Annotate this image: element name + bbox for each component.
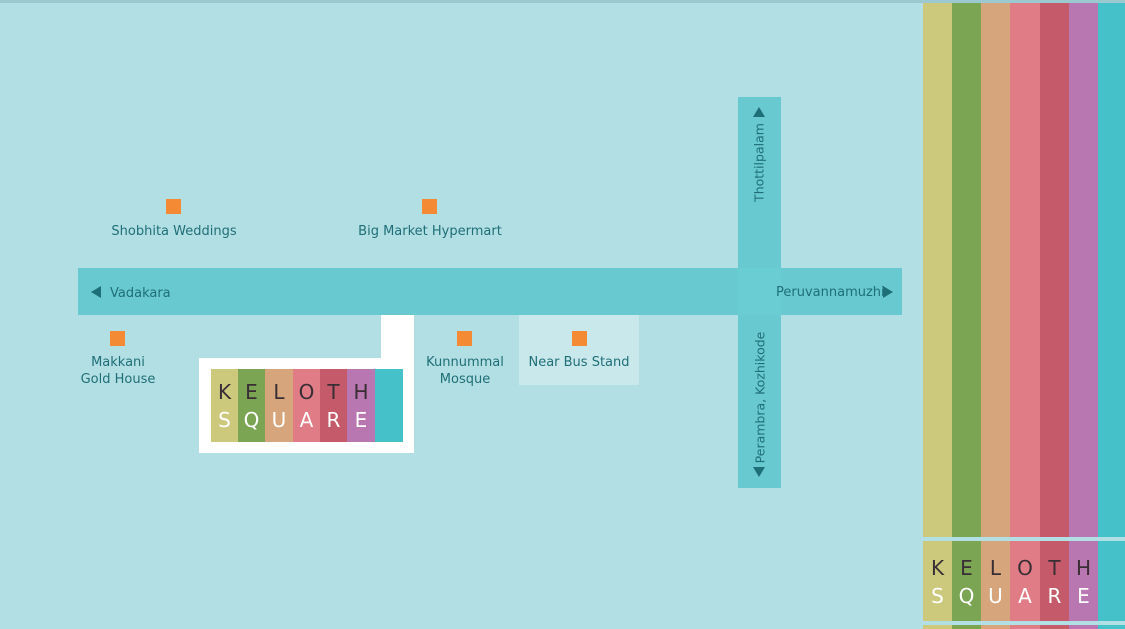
road-label-west: Vadakara: [110, 286, 171, 301]
brand-stripes: [923, 0, 1125, 629]
landmark-label: Near Bus Stand: [528, 355, 630, 370]
landmark-marker: [457, 331, 472, 346]
landmark-label: Kunnummal Mosque: [426, 355, 504, 387]
arrow-right-icon: [883, 286, 893, 298]
arrow-down-icon: [753, 467, 765, 477]
bus-stand-area: [519, 315, 639, 385]
landmark-marker: [422, 199, 437, 214]
top-border: [0, 0, 1125, 3]
site-connector: [381, 315, 414, 365]
road-label-south: Perambra, Kozhikode: [752, 331, 768, 464]
arrow-left-icon: [91, 286, 101, 298]
road-label-north: Thottilpalam: [751, 123, 767, 202]
landmark-label: Big Market Hypermart: [358, 224, 502, 239]
landmark-marker: [110, 331, 125, 346]
landmark-marker: [572, 331, 587, 346]
landmark-label: Shobhita Weddings: [111, 224, 237, 239]
landmark-marker: [166, 199, 181, 214]
junction: [738, 268, 781, 315]
arrow-up-icon: [753, 107, 765, 117]
divider: [923, 537, 1125, 541]
landmark-label: Makkani Gold House: [80, 355, 156, 387]
road-label-east: Peruvannamuzhi: [776, 285, 885, 300]
divider: [923, 621, 1125, 625]
